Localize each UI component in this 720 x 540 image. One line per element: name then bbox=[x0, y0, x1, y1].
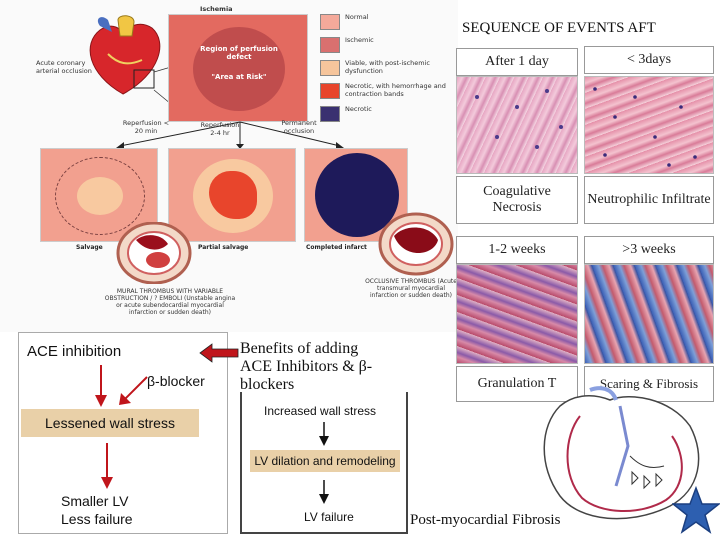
cell-under-3-days: < 3days bbox=[584, 46, 714, 74]
down-arrow-icon bbox=[319, 480, 329, 504]
down-arrow-icon bbox=[95, 365, 107, 407]
ace-inhibition-diagram: ACE inhibition β-blocker Lessened wall s… bbox=[18, 332, 228, 534]
heart-icon bbox=[89, 15, 161, 95]
fibrosis-caption: Post-myocardial Fibrosis bbox=[410, 512, 561, 528]
salvage-label: Salvage bbox=[76, 244, 103, 251]
neutrophil-dots bbox=[593, 87, 697, 167]
benefits-title: Benefits of adding ACE Inhibitors & β- b… bbox=[240, 340, 440, 394]
down-arrow-icon bbox=[319, 422, 329, 446]
necrotic-region bbox=[315, 153, 399, 237]
legend-label: Viable, with post-ischemic dysfunction bbox=[345, 59, 430, 75]
increased-wall-stress-label: Increased wall stress bbox=[264, 404, 377, 418]
wall-stress-flow: Increased wall stress LV dilation and re… bbox=[240, 392, 408, 534]
diagonal-arrow-icon bbox=[119, 376, 148, 405]
legend-item-ischemic: Ischemic bbox=[320, 36, 456, 53]
legend-swatch bbox=[320, 37, 340, 53]
legend-item-necrotic-hemorrhage: Necrotic, with hemorrhage and contractio… bbox=[320, 82, 456, 99]
legend-swatch bbox=[320, 106, 340, 122]
legend-label: Necrotic bbox=[345, 105, 372, 113]
flow-right-border bbox=[406, 392, 408, 534]
partial-salvage-tile bbox=[168, 148, 296, 242]
dashed-boundary bbox=[55, 157, 145, 235]
area-at-risk-label: "Area at Risk" bbox=[211, 73, 267, 81]
occlusive-thrombus-vessel-icon bbox=[378, 212, 454, 276]
reperfusion-early-label: Reperfusion < 20 min bbox=[122, 119, 170, 135]
smaller-lv-label: Smaller LV bbox=[61, 493, 129, 509]
cell-over-3-weeks: >3 weeks bbox=[584, 236, 714, 264]
partial-salvage-label: Partial salvage bbox=[198, 244, 249, 251]
legend-swatch bbox=[320, 14, 340, 30]
ace-inhibition-label: ACE inhibition bbox=[27, 343, 122, 360]
benefits-line1: Benefits of adding bbox=[240, 340, 359, 357]
legend-item-viable: Viable, with post-ischemic dysfunction bbox=[320, 59, 456, 76]
beta-blocker-label: β-blocker bbox=[147, 373, 205, 389]
mural-thrombus-caption: MURAL THROMBUS WITH VARIABLE OBSTRUCTION… bbox=[104, 288, 236, 316]
cell-granulation-tissue: Granulation T bbox=[456, 366, 578, 402]
ischemia-label: Ischemia bbox=[200, 5, 233, 13]
legend-label: Ischemic bbox=[345, 36, 374, 44]
permanent-occlusion-label: Permanent occlusion bbox=[281, 119, 317, 135]
occlusive-thrombus-caption: OCCLUSIVE THROMBUS (Acute transmural myo… bbox=[365, 278, 457, 299]
cell-coagulative-necrosis: Coagulative Necrosis bbox=[456, 176, 578, 224]
cell-1-2-weeks: 1-2 weeks bbox=[456, 236, 578, 264]
viable-region bbox=[77, 177, 123, 215]
legend-item-necrotic: Necrotic bbox=[320, 105, 456, 122]
histology-coagulative-image bbox=[456, 76, 578, 174]
legend-item-normal: Normal bbox=[320, 13, 456, 30]
legend-swatch bbox=[320, 60, 340, 76]
lessened-wall-stress-box: Lessened wall stress bbox=[21, 409, 199, 437]
left-arrow-icon bbox=[199, 343, 239, 363]
down-arrow-icon bbox=[101, 443, 113, 489]
perfusion-defect-label: Region of perfusion defect bbox=[200, 45, 278, 61]
legend: Normal Ischemic Viable, with post-ischem… bbox=[320, 13, 456, 122]
histology-neutrophilic-image bbox=[584, 76, 714, 174]
lv-failure-label: LV failure bbox=[304, 510, 354, 524]
ischemia-diagram: Ischemia Acute coronary arterial occlusi… bbox=[0, 0, 458, 332]
benefits-line2: ACE Inhibitors & β- bbox=[240, 358, 373, 375]
reperfusion-arrows bbox=[116, 121, 344, 149]
reperfusion-late-label: Reperfusion 2-4 hr bbox=[200, 121, 240, 137]
less-failure-label: Less failure bbox=[61, 511, 133, 527]
histology-fibrosis-image bbox=[584, 264, 714, 364]
flow-left-border bbox=[240, 392, 242, 534]
mural-thrombus-vessel-icon bbox=[116, 222, 192, 284]
legend-label: Normal bbox=[345, 13, 369, 21]
star-icon[interactable] bbox=[672, 486, 720, 534]
necrotic-hemorrhage-region bbox=[209, 171, 257, 219]
lv-dilation-box: LV dilation and remodeling bbox=[250, 450, 400, 472]
completed-infarct-tile bbox=[304, 148, 408, 242]
benefits-line3: blockers bbox=[240, 376, 295, 393]
sequence-title: SEQUENCE OF EVENTS AFT bbox=[462, 20, 656, 36]
cell-neutrophilic-infiltrate: Neutrophilic Infiltrate bbox=[584, 176, 714, 224]
nuclei-dots bbox=[475, 89, 563, 149]
ischemic-region bbox=[193, 27, 285, 111]
perfusion-defect-tile: Region of perfusion defect "Area at Risk… bbox=[168, 14, 308, 122]
artery-occlusion-label: Acute coronary arterial occlusion bbox=[36, 59, 92, 75]
heart-fibrosis-icon bbox=[543, 386, 700, 520]
legend-label: Necrotic, with hemorrhage and contractio… bbox=[345, 82, 446, 98]
cell-after-1-day: After 1 day bbox=[456, 48, 578, 76]
flow-bottom-border bbox=[240, 532, 408, 534]
histology-granulation-image bbox=[456, 264, 578, 364]
legend-swatch bbox=[320, 83, 340, 99]
completed-infarct-label: Completed infarct bbox=[306, 244, 367, 251]
